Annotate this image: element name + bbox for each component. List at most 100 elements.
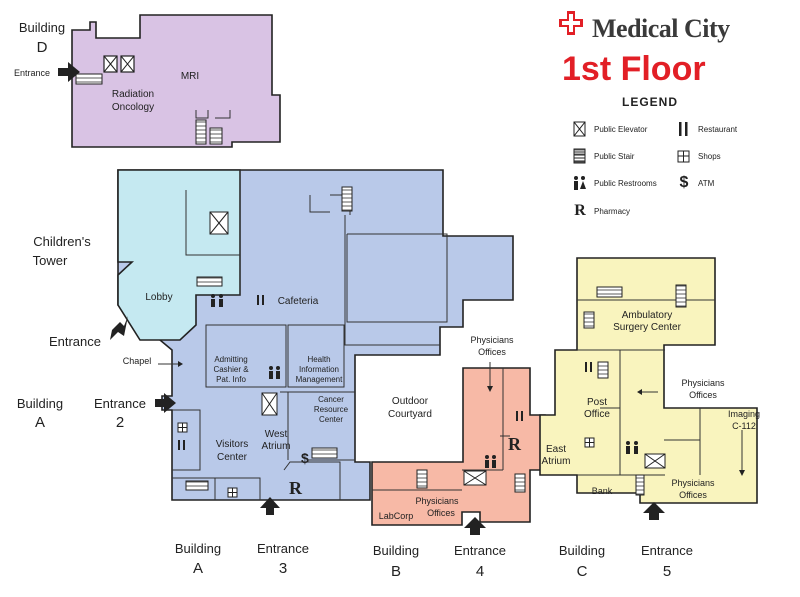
restrooms-icon	[211, 294, 223, 307]
pointer-icon	[178, 361, 183, 367]
legend-item-restrooms: Public Restrooms	[572, 174, 657, 192]
pharmacy-icon: R	[289, 478, 303, 498]
pointer-icon	[739, 470, 745, 476]
brand-name: Medical City	[592, 14, 730, 43]
east-atrium-label: East	[546, 444, 566, 455]
lobby-label: Lobby	[145, 292, 172, 303]
legend-label: Shops	[698, 151, 721, 161]
entrance-3-label: Entrance	[257, 541, 309, 556]
physicians-offices-c2-label: Physicians	[671, 478, 715, 488]
legend-item-elevator: Public Elevator	[572, 120, 647, 138]
restrooms-icon	[485, 455, 496, 468]
restaurant-icon	[585, 362, 592, 372]
visitors-center-label: Visitors	[216, 439, 249, 450]
bottom-building-c-label: Building	[559, 543, 605, 558]
post-office-label: Office	[584, 409, 610, 420]
physicians-offices-bb-label: Offices	[427, 508, 455, 518]
restrooms-icon	[269, 366, 280, 379]
legend-label: Restaurant	[698, 124, 738, 134]
entrance-arrow-icon	[155, 393, 176, 413]
entrance-2-number: 2	[116, 414, 124, 431]
physicians-offices-b-label: Offices	[478, 347, 506, 357]
bottom-building-a-letter: A	[193, 560, 203, 577]
outdoor-courtyard-label: Courtyard	[388, 409, 432, 420]
floor-title: 1st Floor	[562, 50, 706, 88]
west-atrium-label: West	[265, 429, 288, 440]
medical-cross-icon	[559, 11, 583, 35]
legend-item-shops: Shops	[676, 147, 721, 165]
legend-label: Public Elevator	[594, 124, 648, 134]
stair-icon	[635, 474, 645, 496]
shops-icon	[584, 437, 595, 448]
legend-label: ATM	[698, 178, 715, 188]
entrance-d-label: Entrance	[14, 68, 50, 78]
bottom-building-b-label: Building	[373, 543, 419, 558]
ambulatory-surgery-label: Ambulatory	[622, 310, 673, 321]
outdoor-courtyard-label: Outdoor	[392, 396, 429, 407]
building-d-letter: D	[37, 39, 48, 56]
building-a-letter: A	[35, 414, 45, 431]
labcorp-label: LabCorp	[379, 511, 414, 521]
him-label: Information	[299, 365, 339, 374]
stair-icon	[195, 119, 223, 145]
atm-icon: $	[679, 174, 689, 191]
entrance-arrow-icon	[464, 517, 486, 535]
restrooms-icon	[626, 441, 638, 454]
stair-icon	[416, 469, 428, 489]
him-room	[287, 324, 345, 388]
stair-icon	[311, 447, 338, 459]
pointer-icon	[487, 386, 493, 392]
imaging-label: Imaging	[728, 409, 760, 419]
bottom-building-c-letter: C	[577, 563, 588, 580]
shops-icon	[227, 487, 238, 498]
childrens-tower-label: Children's	[33, 234, 91, 249]
legend-label: Public Stair	[594, 151, 635, 161]
pointer-icon	[637, 389, 642, 395]
building-d-label: Building	[19, 20, 65, 35]
pharmacy-icon: R	[574, 202, 586, 219]
stair-icon	[341, 186, 353, 212]
admitting-room	[205, 324, 287, 388]
stair-icon	[185, 480, 209, 491]
radiation-oncology-label: Oncology	[112, 102, 154, 113]
elevator-icon	[103, 55, 135, 73]
visitors-center-label: Center	[217, 452, 248, 463]
mri-label: MRI	[181, 71, 199, 82]
restrooms-icon	[574, 176, 586, 190]
entrance-3-number: 3	[279, 560, 287, 577]
elevator-icon	[573, 121, 586, 137]
bottom-building-b-letter: B	[391, 563, 401, 580]
legend-label: Pharmacy	[594, 206, 631, 216]
building-d-footprint	[71, 14, 281, 148]
cancer-center-label: Resource	[314, 405, 349, 414]
entrance-5-number: 5	[663, 563, 671, 580]
imaging-label: C-112	[732, 421, 756, 431]
post-office-label: Post	[587, 397, 607, 408]
restaurant-icon	[679, 122, 688, 136]
legend-item-pharmacy: R Pharmacy	[572, 202, 630, 220]
stair-icon	[597, 361, 609, 379]
physicians-offices-c-label: Physicians	[681, 378, 725, 388]
bottom-building-a-label: Building	[175, 541, 221, 556]
legend-item-restaurant: Restaurant	[676, 120, 737, 138]
childrens-tower-label: Tower	[33, 253, 68, 268]
entrance-2-label: Entrance	[94, 396, 146, 411]
cafeteria-label: Cafeteria	[278, 296, 319, 307]
admitting-label: Admitting	[214, 355, 247, 364]
entrance-arrow-icon	[260, 497, 280, 515]
stair-icon	[596, 286, 623, 298]
building-a-label: Building	[17, 396, 63, 411]
legend-item-stair: Public Stair	[572, 147, 634, 165]
shops-icon	[177, 422, 188, 433]
legend-title: LEGEND	[622, 95, 679, 109]
stair-icon	[675, 284, 687, 308]
stair-icon	[573, 148, 586, 164]
entrance-arrow-icon	[643, 502, 665, 520]
restaurant-icon	[178, 440, 185, 450]
chapel-label: Chapel	[123, 356, 152, 366]
physicians-offices-bb-label: Physicians	[415, 496, 459, 506]
him-label: Management	[296, 375, 343, 384]
stair-icon	[583, 311, 595, 329]
cancer-center-label: Cancer	[318, 395, 344, 404]
